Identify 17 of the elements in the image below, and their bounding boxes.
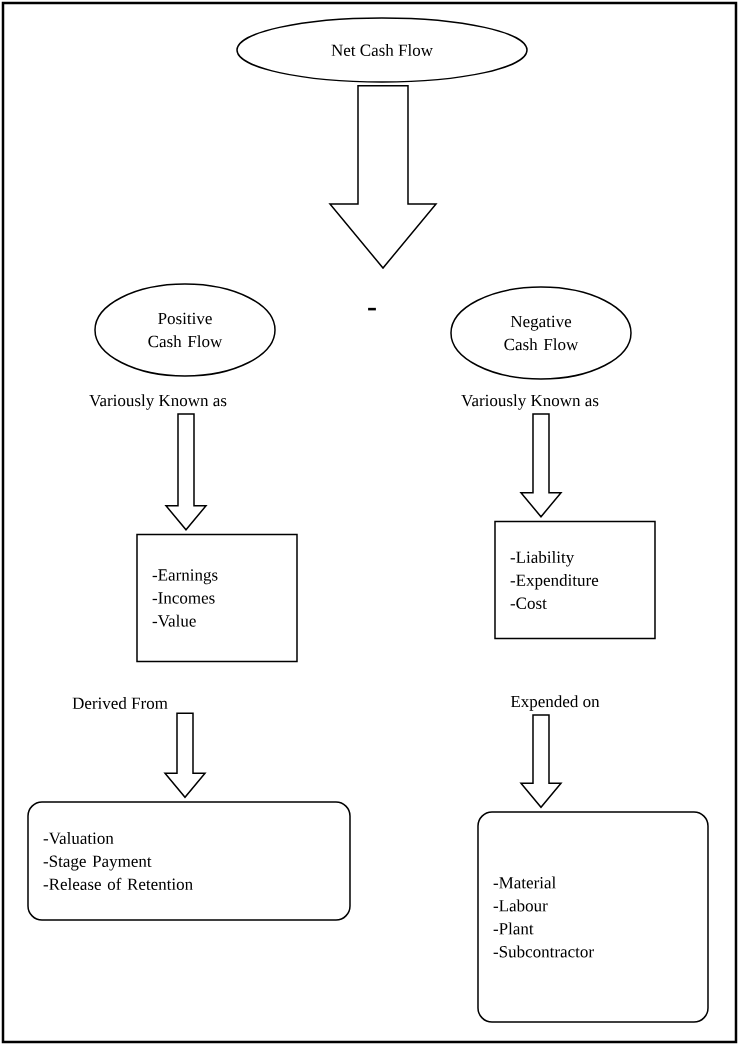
block-arrow: [519, 413, 563, 518]
rounded-list-box: -Valuation -Stage Payment -Release of Retention: [27, 801, 351, 921]
ellipse-node: Net Cash Flow: [236, 17, 528, 83]
text-label: Variously Known as: [461, 394, 599, 410]
block-arrow: [519, 714, 563, 809]
rounded-list-box: -Material -Labour -Plant -Subcontractor: [477, 811, 709, 1023]
text-label: Variously Known as: [89, 394, 227, 410]
block-arrow: [328, 85, 438, 270]
list-box: -Earnings -Incomes -Value: [136, 533, 298, 663]
ellipse-node: Positive Cash Flow: [94, 283, 276, 377]
text-label: Expended on: [510, 695, 600, 711]
block-arrow: [163, 712, 207, 799]
minus-sign: -: [368, 307, 376, 311]
ellipse-node: Negative Cash Flow: [450, 286, 632, 380]
list-box: -Liability -Expenditure -Cost: [494, 520, 656, 640]
text-label: Derived From: [72, 697, 168, 709]
block-arrow: [164, 413, 208, 531]
